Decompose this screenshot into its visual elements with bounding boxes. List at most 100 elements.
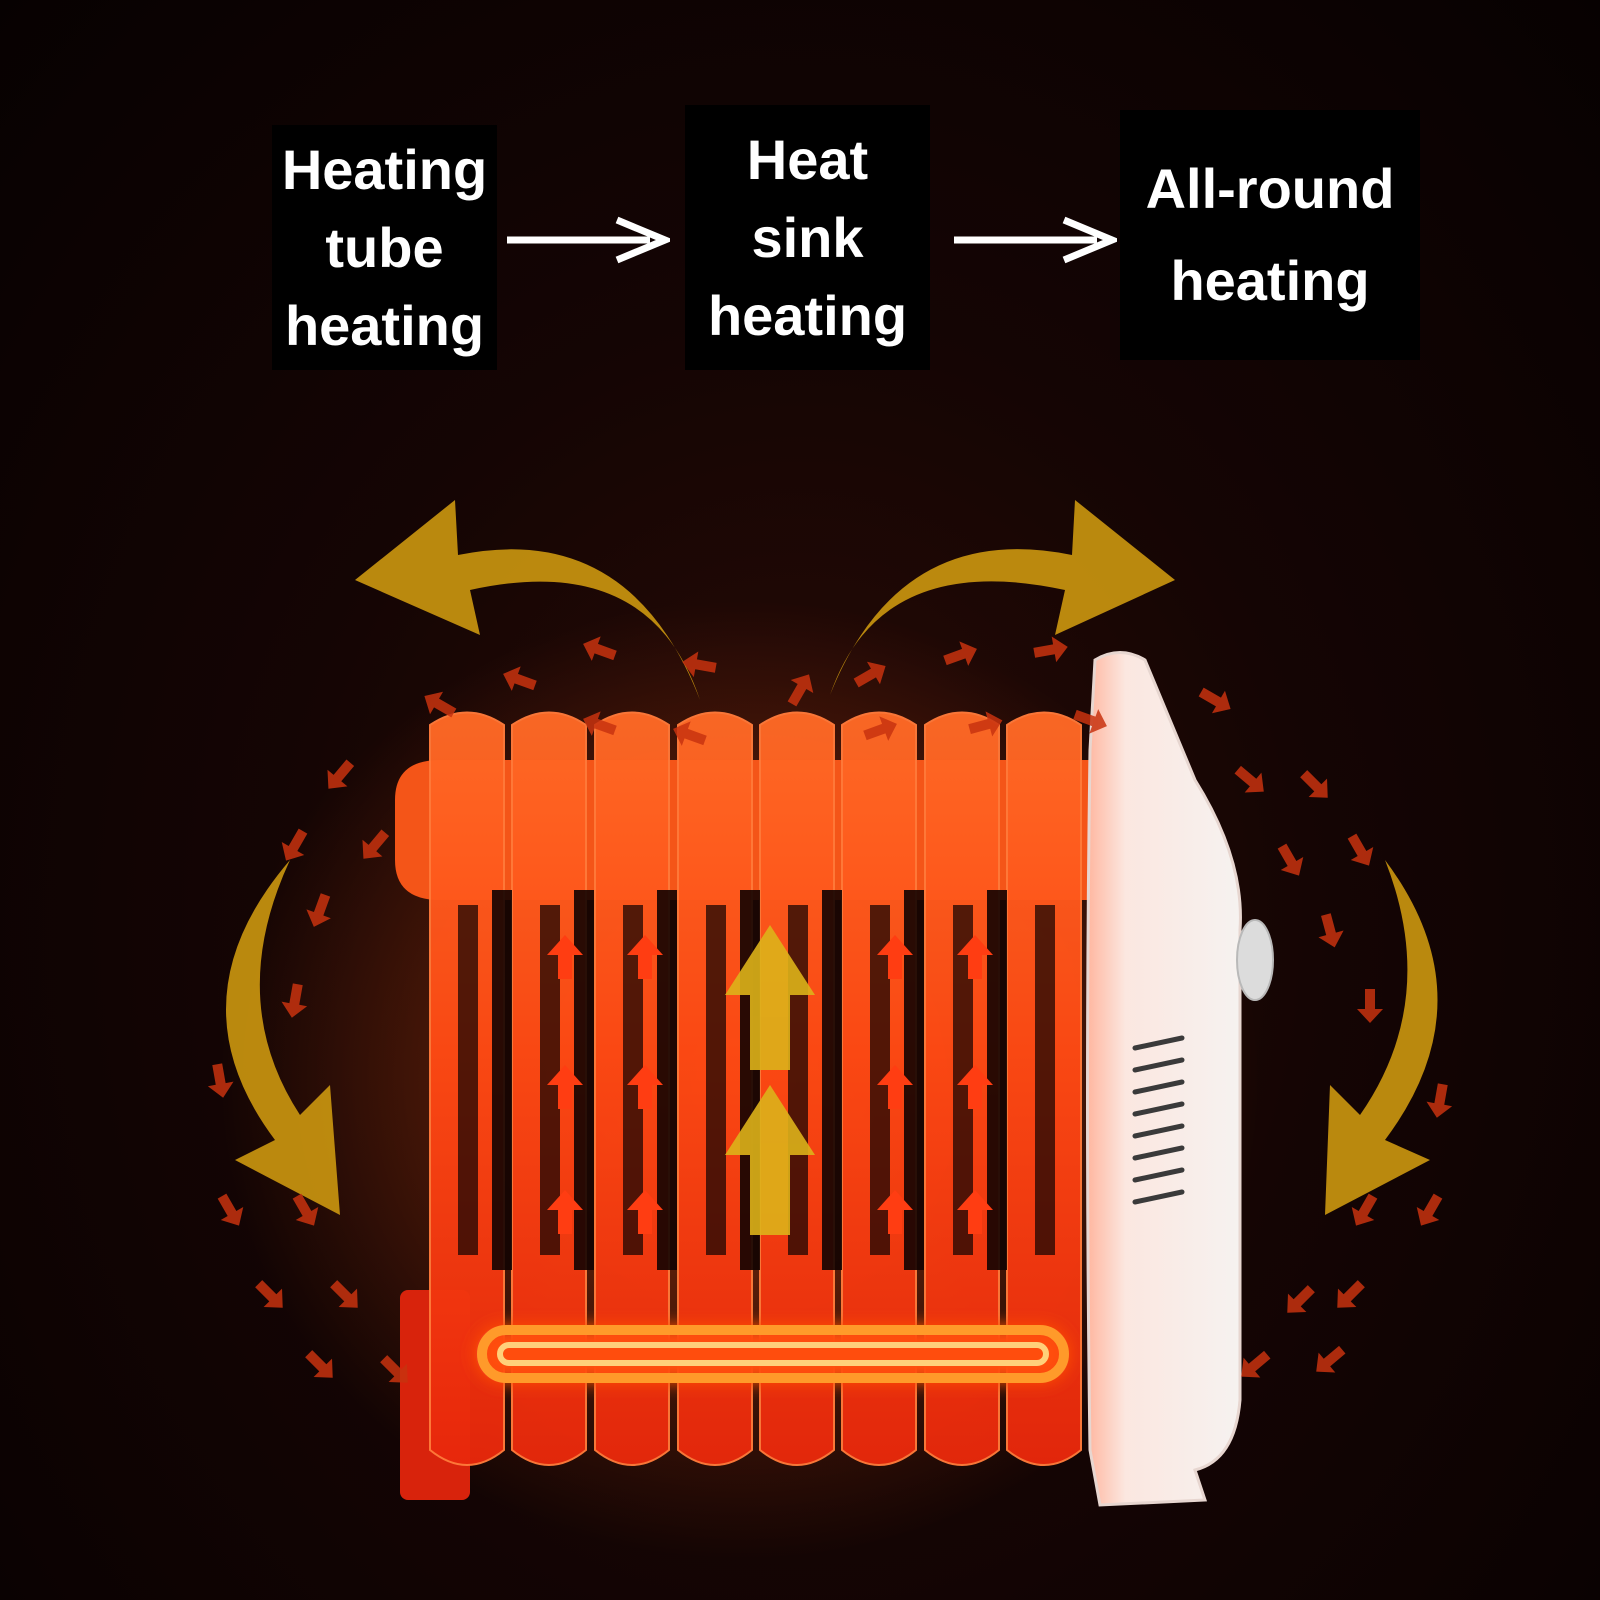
step-1-line-2: tube: [325, 215, 444, 279]
step-1-line-3: heating: [284, 293, 485, 357]
central-up-arrows: [725, 925, 815, 1235]
small-arrow-icon: [1300, 770, 1328, 798]
small-heat-arrows: [207, 636, 1453, 1383]
small-arrow-icon: [1287, 1285, 1315, 1313]
small-arrow-icon: [863, 716, 897, 741]
fin-gap: [870, 905, 890, 1255]
up-arrow-icon: [725, 925, 815, 1070]
up-arrow-icon: [877, 935, 913, 979]
step-2-line-1: Heat: [746, 127, 869, 191]
small-arrow-icon: [1316, 1345, 1346, 1373]
fin-gap: [458, 905, 478, 1255]
vent-slot: [1132, 1145, 1185, 1161]
step-2-line-3: heating: [707, 283, 908, 347]
small-arrow-icon: [362, 829, 390, 859]
right-arrow-icon: [507, 216, 670, 264]
vent-slot: [1132, 1123, 1185, 1139]
step-2-line-2: sink: [751, 205, 864, 269]
up-arrow-icon: [877, 1065, 913, 1109]
small-arrow-icon: [424, 691, 457, 718]
fin-gap: [788, 905, 808, 1255]
fin-gap: [1035, 905, 1055, 1255]
radiator-icon: [395, 711, 1090, 1500]
fin-gap: [987, 890, 1007, 1270]
up-arrow-icon: [877, 1190, 913, 1234]
small-arrow-icon: [853, 661, 886, 688]
fin-gap: [492, 890, 512, 1270]
vent-slots: [1132, 1035, 1185, 1205]
fin-gap: [904, 890, 924, 1270]
small-arrow-icon: [1073, 709, 1107, 734]
small-arrow-icon: [787, 674, 814, 707]
fin-gap: [657, 890, 677, 1270]
small-arrow-icon: [968, 711, 1003, 737]
small-arrow-icon: [380, 1355, 408, 1383]
small-arrow-icon: [327, 759, 355, 789]
small-arrow-icon: [1033, 636, 1068, 663]
small-arrow-icon: [943, 641, 977, 666]
knob: [1236, 919, 1274, 1001]
vent-slot: [1132, 1057, 1185, 1073]
up-arrow-icon: [725, 1085, 815, 1235]
small-arrow-icon: [1318, 913, 1344, 948]
step-1-line-1: Heating: [281, 137, 488, 201]
vent-slot: [1132, 1079, 1185, 1095]
airflow-arrows: [226, 500, 1438, 1215]
fin-gap: [574, 890, 594, 1270]
fin-gap: [540, 905, 560, 1255]
small-arrow-icon: [207, 1063, 234, 1098]
up-arrow-icon: [957, 1065, 993, 1109]
curved-arrow-icon: [355, 500, 700, 700]
small-arrow-icon: [330, 1280, 358, 1308]
up-arrow-icon: [547, 935, 583, 979]
small-arrow-icon: [682, 651, 717, 678]
small-arrow-icon: [1234, 765, 1264, 793]
step-all-round: All-round heating: [1120, 110, 1420, 360]
step-3-line-2: heating: [1170, 249, 1370, 312]
small-arrow-icon: [583, 636, 617, 661]
curved-arrow-icon: [226, 860, 340, 1215]
small-arrow-icon: [1277, 843, 1304, 876]
up-arrow-icon: [547, 1065, 583, 1109]
small-arrow-icon: [1351, 1193, 1378, 1226]
step-heating-tube: Heating tube heating: [272, 125, 497, 370]
up-arrow-icon: [957, 1190, 993, 1234]
fin-gap: [822, 890, 842, 1270]
small-arrow-icon: [281, 828, 308, 861]
small-arrow-icon: [1337, 1280, 1365, 1308]
up-arrow-icon: [957, 935, 993, 979]
small-arrow-icon: [673, 721, 707, 746]
small-arrow-icon: [1198, 687, 1231, 714]
small-arrow-icon: [255, 1280, 283, 1308]
small-arrow-icon: [281, 983, 308, 1018]
fin-gap: [706, 905, 726, 1255]
small-arrow-icon: [306, 893, 331, 927]
up-arrow-icon: [627, 1065, 663, 1109]
small-arrow-icon: [1241, 1350, 1271, 1378]
heating-tube-icon: [475, 1325, 1070, 1383]
vent-slot: [1132, 1101, 1185, 1117]
right-arrow-icon: [954, 216, 1117, 264]
up-arrow-icon: [627, 1190, 663, 1234]
step-heat-sink: Heat sink heating: [685, 105, 930, 370]
small-arrow-icon: [217, 1193, 244, 1226]
up-arrow-icon: [547, 1190, 583, 1234]
curved-arrow-icon: [830, 500, 1175, 695]
small-arrow-icon: [1347, 833, 1374, 866]
small-arrow-icon: [1426, 1083, 1453, 1118]
small-arrow-icon: [292, 1193, 319, 1226]
vent-slot: [1132, 1035, 1185, 1051]
curved-arrow-icon: [1325, 860, 1438, 1215]
small-arrow-icon: [305, 1350, 333, 1378]
small-arrow-icon: [503, 666, 537, 691]
up-arrow-icon: [627, 935, 663, 979]
control-panel: [1086, 651, 1274, 1507]
small-arrow-icon: [583, 711, 617, 736]
step-3-line-1: All-round: [1145, 157, 1395, 220]
small-arrow-icon: [1416, 1193, 1443, 1226]
vent-slot: [1132, 1189, 1185, 1205]
small-arrow-icon: [1357, 989, 1383, 1023]
vent-slot: [1132, 1167, 1185, 1183]
